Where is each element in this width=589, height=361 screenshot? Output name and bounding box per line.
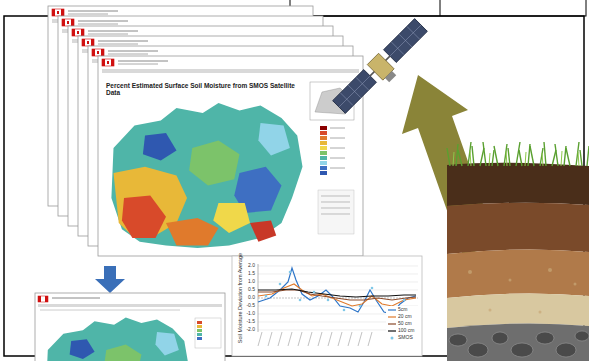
legend-sample: [388, 309, 396, 310]
legend-sample: [388, 330, 396, 331]
legend-sample: [388, 316, 396, 317]
map-title: Percent Estimated Surface Soil Moisture …: [106, 82, 306, 96]
legend-text: 5cm: [398, 307, 407, 313]
tick-value: 2.0: [248, 263, 255, 269]
legend-sample: [388, 323, 396, 324]
tick-value: 0.0: [248, 295, 255, 301]
legend-text: SMOS: [398, 335, 413, 341]
tick-value: -1.0: [246, 311, 255, 317]
tick-value: -1.5: [246, 319, 255, 325]
axis-title: Soil Moisture Deviation from Average: [237, 253, 243, 343]
legend-text: 50 cm: [398, 321, 412, 327]
tick-value: -2.0: [246, 327, 255, 333]
legend-text: 100 cm: [398, 328, 414, 334]
tick-value: 1.5: [248, 271, 255, 277]
tick-value: 1.0: [248, 279, 255, 285]
tick-value: -0.5: [246, 303, 255, 309]
legend-text: 20 cm: [398, 314, 412, 320]
legend-sample: [391, 337, 394, 340]
tick-value: 0.5: [248, 287, 255, 293]
